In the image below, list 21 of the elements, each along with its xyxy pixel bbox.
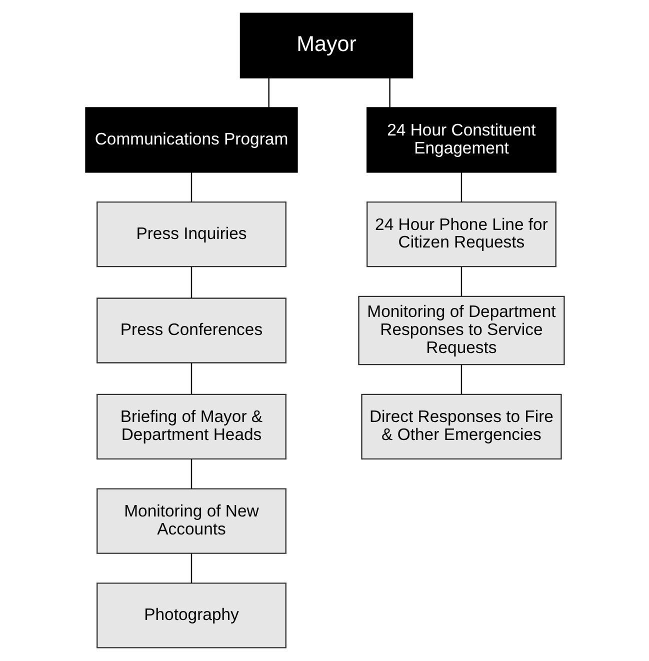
- node-box: Press Conferences: [96, 298, 286, 364]
- connector: [268, 78, 269, 108]
- connector: [190, 363, 192, 394]
- node-box: Communications Program: [84, 107, 298, 173]
- connector: [388, 78, 390, 108]
- node-box: 24 Hour Phone Line for Citizen Requests: [366, 201, 556, 268]
- node-box: Press Inquiries: [96, 201, 286, 268]
- connector: [190, 459, 192, 488]
- connector: [190, 172, 192, 202]
- node-box: 24 Hour Constituent Engagement: [366, 107, 556, 173]
- node-box: Direct Responses to Fire & Other Emergencies: [360, 394, 562, 460]
- connector: [190, 266, 192, 298]
- node-box: Photography: [96, 582, 286, 648]
- node-box: Mayor: [239, 12, 413, 78]
- node-box: Monitoring of New Accounts: [96, 488, 286, 554]
- node-box: Monitoring of Department Responses to Service Requests: [358, 296, 564, 366]
- connector: [190, 554, 192, 583]
- connector: [460, 364, 462, 394]
- node-box: Briefing of Mayor & Department Heads: [96, 394, 286, 460]
- connector: [460, 266, 462, 296]
- connector: [460, 172, 462, 202]
